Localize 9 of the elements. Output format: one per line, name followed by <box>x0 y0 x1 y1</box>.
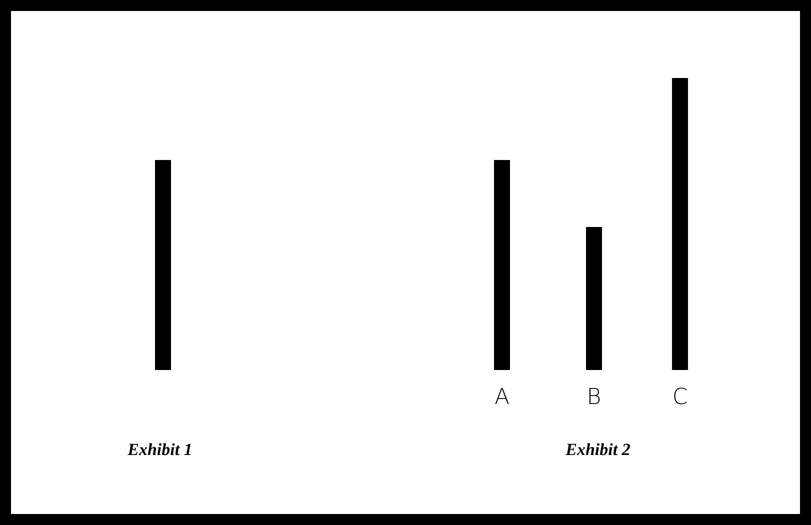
exhibit-caption: Exhibit 1 <box>126 440 194 460</box>
line-label: B <box>586 386 602 410</box>
line-segment <box>155 160 171 370</box>
line-segment <box>586 227 602 370</box>
line-segment <box>494 160 510 370</box>
line-label: C <box>671 386 689 410</box>
line-segment <box>672 78 688 370</box>
line-label: A <box>493 386 511 410</box>
exhibit-caption: Exhibit 2 <box>564 440 632 460</box>
